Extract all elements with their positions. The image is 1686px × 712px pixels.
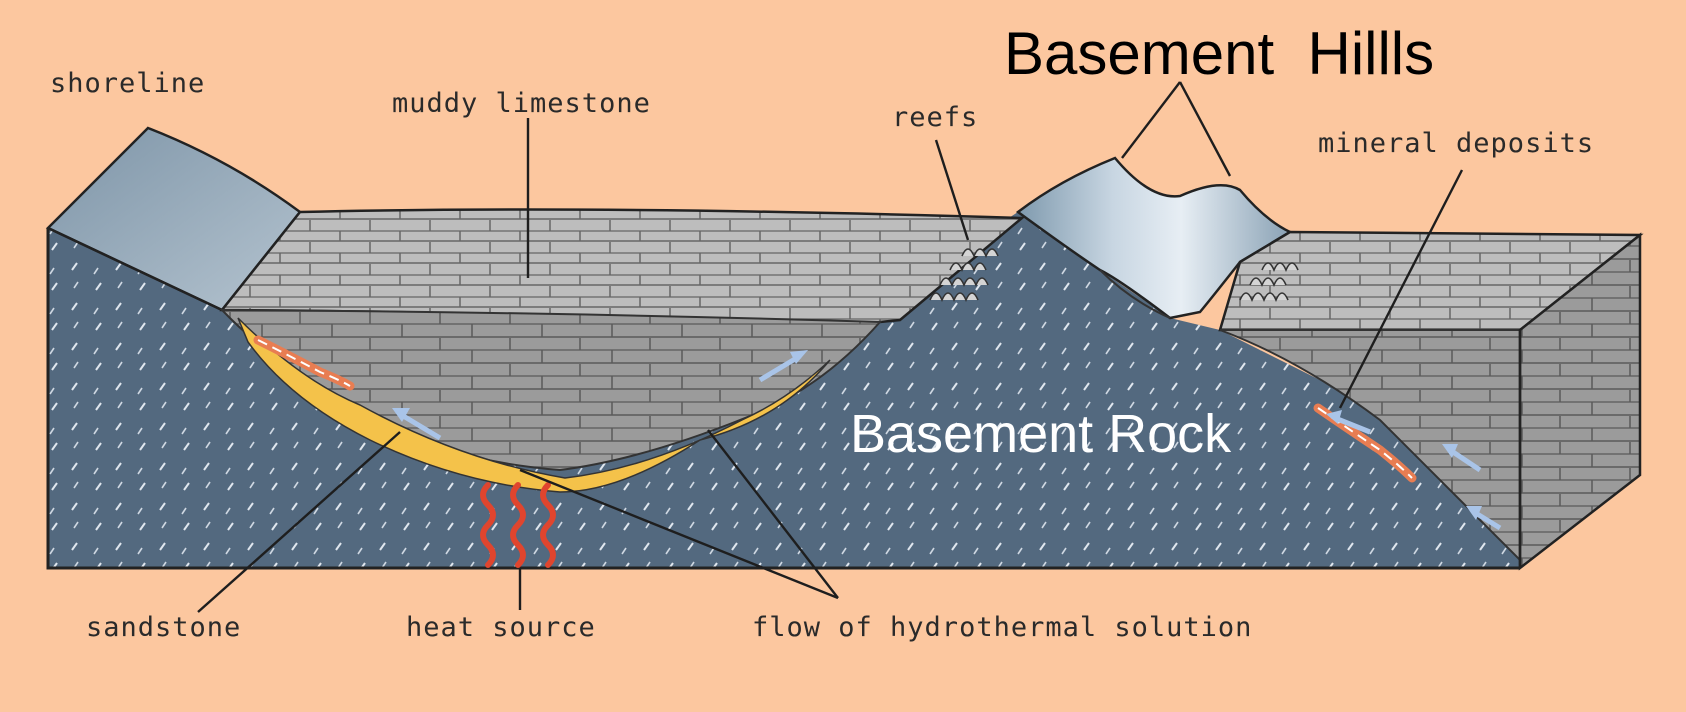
label-shoreline: shoreline (50, 68, 205, 99)
heat-wave-icon (480, 482, 556, 568)
label-mineral-deposits: mineral deposits (1318, 128, 1594, 159)
flow-arrow-icon (392, 350, 1502, 531)
label-basement-hills: Basement Hillls (1004, 20, 1434, 87)
label-muddy-limestone: muddy limestone (392, 88, 651, 119)
label-sandstone: sandstone (86, 612, 241, 643)
label-reefs: reefs (892, 102, 978, 133)
label-heat-source: heat source (406, 612, 596, 643)
right-limestone-front (1219, 329, 1521, 563)
label-hydrothermal-flow: flow of hydrothermal solution (752, 612, 1252, 643)
shoreline-block (45, 126, 302, 312)
mineral-deposit-left (253, 335, 355, 391)
reef-icon (929, 248, 1299, 303)
leader-lines (197, 81, 1464, 613)
sandstone-layer (237, 317, 831, 493)
label-basement-rock: Basement Rock (850, 404, 1232, 464)
